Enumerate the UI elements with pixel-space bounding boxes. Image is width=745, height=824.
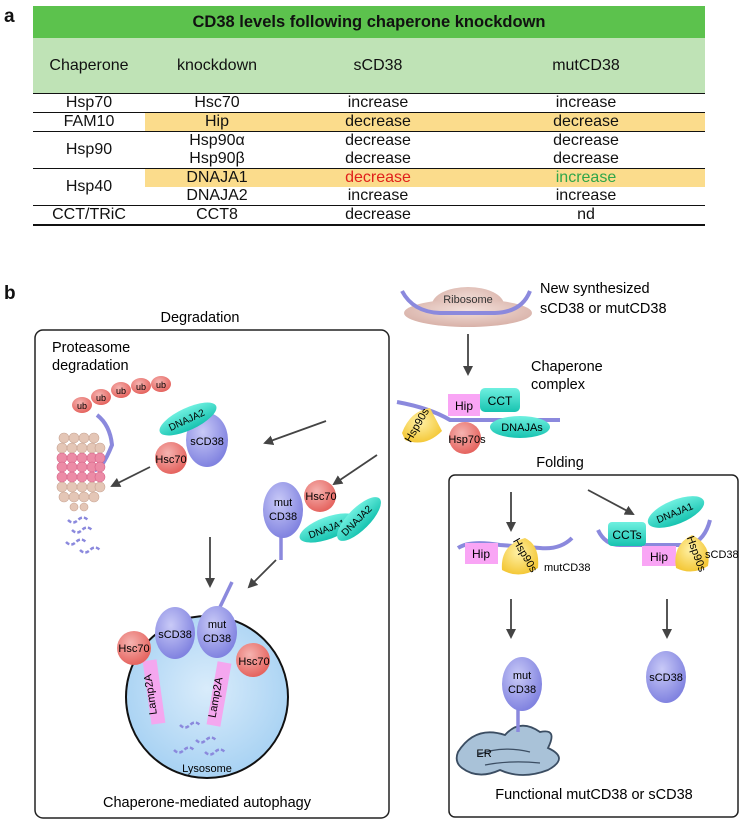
hsp70s-label: Hsp70s	[448, 434, 486, 446]
scd38-label: sCD38	[158, 629, 192, 641]
mut-label: mut	[513, 670, 531, 682]
table-row: Hsp70 Hsc70 increase increase	[33, 93, 705, 113]
cd38-label: CD38	[203, 633, 231, 645]
proteasome-label-1: Proteasome	[52, 340, 130, 356]
cell-knockdown: Hip	[145, 112, 289, 132]
scd38-label: sCD38	[649, 672, 683, 684]
degradation-title: Degradation	[161, 310, 240, 326]
ribosome-icon: Ribosome	[400, 287, 532, 327]
chaperone-complex: Hsp90s Hip CCT DNAJAs Hsp70s	[396, 388, 560, 454]
cell-chaperone: CCT/TRiC	[33, 205, 145, 226]
er-label: ER	[476, 748, 491, 760]
hsc70-label: Hsc70	[118, 643, 149, 655]
ub-label: ub	[156, 380, 166, 390]
cell-mutcd38: increase	[467, 168, 705, 187]
chaperone-complex-label-1: Chaperone	[531, 359, 603, 375]
table-row: DNAJA2 increase increase	[33, 187, 705, 206]
hsc70-label: Hsc70	[155, 454, 186, 466]
functional-label: Functional mutCD38 or sCD38	[495, 787, 692, 803]
cell-scd38: decrease	[345, 150, 411, 167]
header-scd38: sCD38	[289, 38, 467, 94]
hip-label: Hip	[650, 550, 668, 564]
cell-mutcd38: increase	[555, 187, 617, 204]
header-mutcd38: mutCD38	[467, 38, 705, 94]
proteasome-label-2: degradation	[52, 358, 129, 374]
cell-mutcd38: decrease	[467, 112, 705, 132]
scd38-hsc70-dnaja2-complex: sCD38 Hsc70 DNAJA2	[155, 402, 228, 474]
table-row: Hsp90 Hsp90α decrease decrease	[33, 131, 705, 169]
table-row: Hsp40 DNAJA1 decrease increase	[33, 168, 705, 206]
ub-label: ub	[77, 401, 87, 411]
mut-label: mut	[208, 619, 226, 631]
cell-scd38: increase	[347, 187, 409, 204]
panel-a-label: a	[4, 6, 15, 27]
dnajas-label: DNAJAs	[501, 422, 543, 434]
functional-scd38: sCD38	[646, 651, 686, 703]
cell-chaperone: Hsp70	[33, 93, 145, 113]
cell-scd38: decrease	[289, 205, 467, 226]
cct-dnaja1-hip-hsp90-scd38-complex: CCTs DNAJA1 Hip Hsp90s sCD38	[596, 496, 739, 574]
cell-knockdown: DNAJA1	[145, 168, 289, 187]
table-row: Hsp90β decrease decrease	[33, 150, 705, 169]
chaperone-complex-label-2: complex	[531, 377, 586, 393]
lamp2a-label: Lamp2A	[142, 673, 160, 716]
cell-knockdown: Hsp90α	[145, 131, 289, 150]
mut-label: mut	[274, 497, 292, 509]
cell-scd38: decrease	[289, 131, 467, 150]
ubiquitin-chain: ub ub ub ub ub	[72, 376, 171, 413]
folding-title: Folding	[536, 455, 584, 471]
lysosome-icon: Lysosome Lamp2A Lamp2A Hsc70 sCD38 mut C…	[117, 581, 289, 779]
ccts-label: CCTs	[612, 528, 641, 542]
hip-label: Hip	[455, 399, 473, 413]
cell-chaperone: Hsp40	[33, 168, 145, 206]
folding-box	[448, 474, 739, 818]
mutcd38-label: mutCD38	[544, 562, 590, 574]
cma-label: Chaperone-mediated autophagy	[103, 795, 312, 811]
ribosome-label: Ribosome	[443, 294, 493, 306]
cell-mutcd38: decrease	[553, 150, 619, 167]
cd38-label: CD38	[269, 511, 297, 523]
cct-label: CCT	[488, 394, 513, 408]
mutcd38-hsc70-dnaja-complex: mut CD38 Hsc70 DNAJA1 DNAJA2	[263, 480, 381, 560]
new-synth-label-2: sCD38 or mutCD38	[540, 301, 667, 317]
cell-mutcd38: decrease	[467, 131, 705, 150]
ub-label: ub	[116, 386, 126, 396]
panel-b-label: b	[4, 283, 16, 304]
new-synth-label-1: New synthesized	[540, 281, 650, 297]
cell-knockdown: Hsp90β	[189, 150, 245, 167]
hsc70-label: Hsc70	[238, 656, 269, 668]
table-row: FAM10 Hip decrease decrease	[33, 112, 705, 132]
cd38-label: CD38	[508, 684, 536, 696]
hsc70-label: Hsc70	[305, 491, 336, 503]
ub-label: ub	[136, 382, 146, 392]
cell-scd38: decrease	[289, 112, 467, 132]
cell-mutcd38: nd	[467, 205, 705, 226]
cell-chaperone: FAM10	[33, 112, 145, 132]
scd38-label: sCD38	[190, 436, 224, 448]
cell-mutcd38: increase	[467, 93, 705, 113]
er-icon: ER mut CD38	[455, 657, 560, 776]
table-row: CCT/TRiC CCT8 decrease nd	[33, 205, 705, 226]
pathway-diagram: Ribosome New synthesized sCD38 or mutCD3…	[34, 281, 739, 819]
hip-hsp90-mutcd38-complex: Hip Hsp90s mutCD38	[456, 536, 590, 575]
ub-label: ub	[96, 393, 106, 403]
knockdown-table: CD38 levels following chaperone knockdow…	[33, 6, 705, 226]
degradation-box	[34, 329, 390, 819]
cell-chaperone: Hsp90	[33, 131, 145, 169]
cell-knockdown: CCT8	[145, 205, 289, 226]
lysosome-label: Lysosome	[182, 763, 232, 775]
cell-scd38: decrease	[289, 168, 467, 187]
cell-knockdown: Hsc70	[145, 93, 289, 113]
cell-scd38: increase	[289, 93, 467, 113]
scd38-label: sCD38	[705, 549, 739, 561]
table-title: CD38 levels following chaperone knockdow…	[33, 6, 705, 38]
proteasome-icon	[56, 413, 115, 554]
header-knockdown: knockdown	[145, 38, 289, 94]
header-chaperone: Chaperone	[33, 38, 145, 94]
cell-knockdown: DNAJA2	[186, 187, 248, 204]
hip-label: Hip	[472, 547, 490, 561]
